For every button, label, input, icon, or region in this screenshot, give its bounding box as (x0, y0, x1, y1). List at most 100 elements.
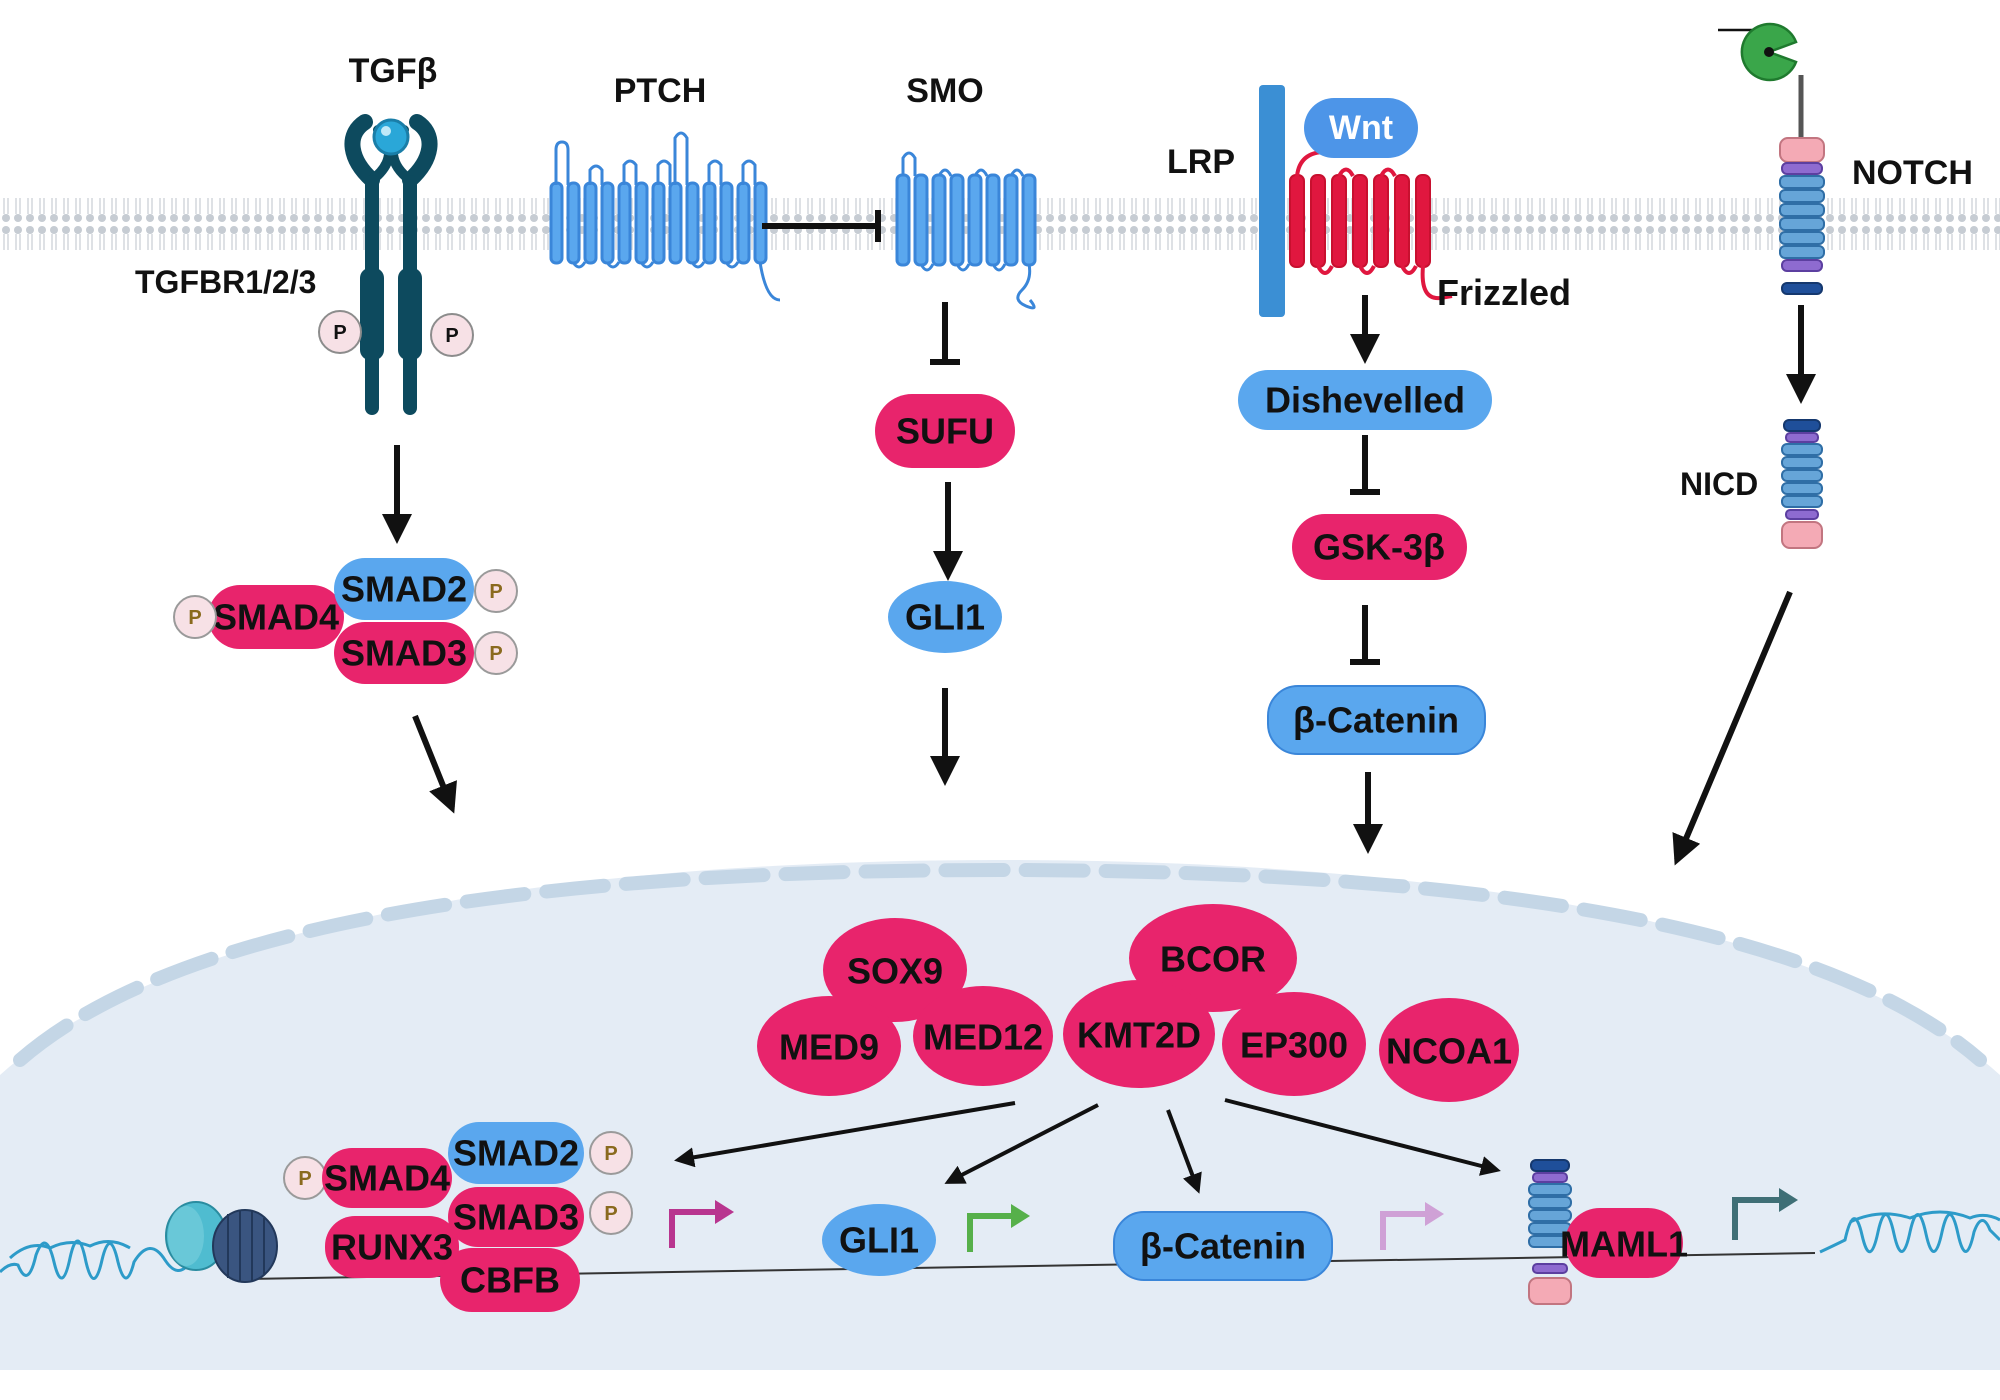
tgfb-ligand (372, 118, 410, 156)
frizzled-label: Frizzled (1437, 272, 1571, 313)
dishevelled-protein: Dishevelled (1238, 370, 1492, 430)
phospho-badge: P (283, 1156, 327, 1200)
phospho-badge: P (589, 1191, 633, 1235)
smad4-cyto: SMAD4 (208, 585, 344, 649)
svg-text:P: P (489, 643, 502, 665)
svg-text:P: P (298, 1168, 311, 1190)
arrow-nicd-to-nucleus (1672, 590, 1793, 866)
gsk3b-inhibits-beta-catenin (1350, 605, 1380, 665)
tgfbr-label: TGFBR1/2/3 (135, 264, 316, 300)
notch-label: NOTCH (1852, 154, 1973, 192)
nucleus (0, 860, 2000, 1370)
chromatin-left (0, 1239, 192, 1280)
svg-text:MAML1: MAML1 (1560, 1224, 1688, 1265)
svg-text:SMAD3: SMAD3 (341, 633, 467, 674)
svg-text:β-Catenin: β-Catenin (1140, 1226, 1306, 1267)
phospho-badge: P (474, 569, 518, 613)
chromatin-right (1819, 1210, 2000, 1254)
phospho-badge: P (589, 1131, 633, 1175)
svg-text:SMAD3: SMAD3 (453, 1197, 579, 1238)
arrow-smad-to-nucleus (412, 714, 457, 814)
svg-text:SMAD2: SMAD2 (341, 569, 467, 610)
nicd-label: NICD (1680, 466, 1758, 502)
nuclear-envelope (13, 862, 1987, 1067)
ptch-inhibits-smo (762, 210, 881, 242)
maml1-protein: MAML1 (1560, 1208, 1688, 1278)
beta-catenin-cyto: β-Catenin (1267, 685, 1486, 755)
svg-text:P: P (333, 322, 346, 344)
cofactor-med12: MED12 (913, 986, 1053, 1086)
phospho-badge: P (173, 595, 217, 639)
gli1-cyto: GLI1 (888, 581, 1002, 653)
wnt-ligand (1304, 98, 1418, 158)
nucleosome-1 (165, 1201, 227, 1271)
transcription-arrow-gli1 (967, 1213, 1014, 1252)
svg-text:RUNX3: RUNX3 (331, 1227, 453, 1268)
smad3-nuclear: SMAD3 (448, 1187, 584, 1247)
nicd-fragment (1781, 419, 1823, 549)
svg-text:GLI1: GLI1 (839, 1220, 919, 1261)
smad2-nuclear: SMAD2 (448, 1122, 584, 1184)
notch-ligand (1718, 22, 1798, 82)
svg-text:MED9: MED9 (779, 1027, 879, 1068)
svg-text:P: P (445, 325, 458, 347)
arrow-cofactors-to-maml1 (1224, 1098, 1501, 1176)
arrow-cofactors-to-beta-catenin (1166, 1109, 1202, 1194)
ptch-label: PTCH (614, 72, 707, 110)
phospho-badge: P (318, 310, 362, 354)
smad3-cyto: SMAD3 (334, 622, 474, 684)
gsk3b-protein: GSK-3β (1292, 514, 1467, 580)
smo-inhibits-sufu (930, 302, 960, 365)
svg-text:SUFU: SUFU (896, 411, 994, 452)
ptch-receptor (549, 131, 781, 302)
smo-label: SMO (906, 72, 983, 110)
arrow-cofactors-to-gli1 (944, 1103, 1099, 1184)
tgfbr-receptor (344, 114, 438, 415)
svg-text:KMT2D: KMT2D (1077, 1015, 1201, 1056)
cofactor-sox9: SOX9 (823, 918, 967, 1022)
svg-text:NCOA1: NCOA1 (1386, 1031, 1512, 1072)
svg-text:MED12: MED12 (923, 1017, 1043, 1058)
frizzled-receptor (1289, 146, 1453, 301)
cofactor-kmt2d: KMT2D (1063, 980, 1215, 1088)
cbfb-protein: CBFB (440, 1248, 580, 1312)
nicd-nuclear (1528, 1159, 1572, 1305)
arrow-cofactors-to-smad (674, 1101, 1016, 1168)
svg-text:P: P (604, 1143, 617, 1165)
svg-text:P: P (604, 1203, 617, 1225)
notch-receptor (1779, 137, 1825, 295)
beta-catenin-nuclear: β-Catenin (1113, 1211, 1333, 1281)
transcription-arrow-smad (669, 1209, 718, 1248)
cofactor-ep300: EP300 (1222, 992, 1366, 1096)
svg-text:SMAD2: SMAD2 (453, 1133, 579, 1174)
transcription-arrow-beta-catenin (1380, 1211, 1428, 1250)
svg-text:BCOR: BCOR (1160, 939, 1266, 980)
runx3-protein: RUNX3 (325, 1216, 459, 1278)
tgfb-label: TGFβ (349, 52, 438, 90)
svg-text:β-Catenin: β-Catenin (1293, 700, 1459, 741)
phospho-badge: P (474, 631, 518, 675)
phospho-badge: P (430, 313, 474, 357)
wnt-label: Wnt (1329, 109, 1393, 147)
nucleosome-2 (212, 1209, 278, 1283)
cofactor-med9: MED9 (757, 996, 901, 1096)
cofactor-ncoa1: NCOA1 (1379, 998, 1519, 1102)
sufu-protein: SUFU (875, 394, 1015, 468)
svg-text:SOX9: SOX9 (847, 951, 943, 992)
svg-text:CBFB: CBFB (460, 1260, 560, 1301)
smad4-nuclear: SMAD4 (322, 1148, 452, 1208)
svg-text:P: P (489, 581, 502, 603)
smad2-cyto: SMAD2 (334, 558, 474, 620)
svg-text:EP300: EP300 (1240, 1025, 1348, 1066)
svg-text:GSK-3β: GSK-3β (1313, 527, 1445, 568)
lrp-coreceptor (1259, 85, 1285, 317)
svg-text:P: P (188, 607, 201, 629)
gli1-nuclear: GLI1 (822, 1204, 936, 1276)
smo-receptor (895, 151, 1037, 310)
svg-text:SMAD4: SMAD4 (324, 1158, 450, 1199)
svg-text:Dishevelled: Dishevelled (1265, 380, 1465, 421)
transcription-arrow-notch (1732, 1197, 1782, 1240)
svg-text:SMAD4: SMAD4 (213, 597, 339, 638)
svg-text:GLI1: GLI1 (905, 597, 985, 638)
